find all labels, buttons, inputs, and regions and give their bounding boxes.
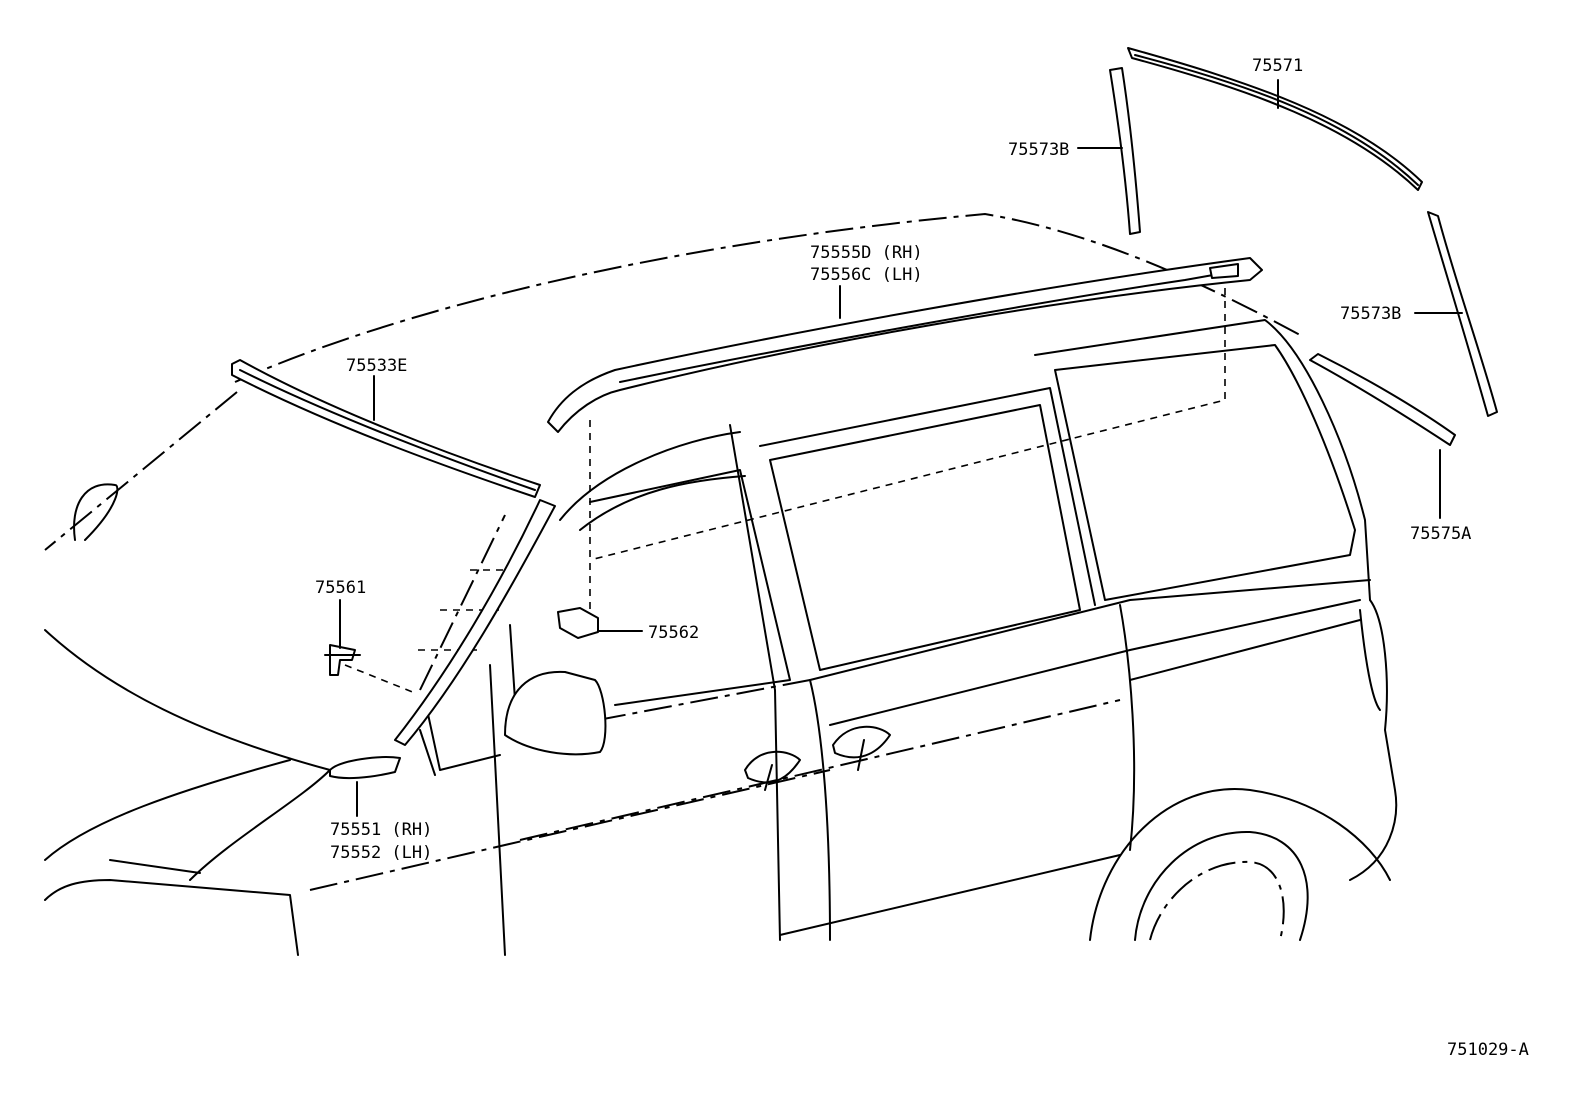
part-75533e-windshield-molding <box>231 359 541 498</box>
label-75552: 75552 (LH) <box>330 843 432 863</box>
part-75571 <box>1127 47 1423 191</box>
diagram-code: 751029-A <box>1447 1040 1529 1060</box>
part-75562-clip <box>557 607 599 639</box>
leader-lines <box>339 79 1463 817</box>
label-75571: 75571 <box>1252 56 1303 76</box>
part-75575a <box>1309 353 1456 446</box>
part-75561-clip <box>324 644 361 676</box>
part-75573b-right <box>1427 211 1498 417</box>
part-75573b-upper <box>1109 67 1141 235</box>
label-75551: 75551 (RH) <box>330 820 432 840</box>
part-75551-pillar-molding <box>394 499 556 746</box>
label-75575a: 75575A <box>1410 524 1471 544</box>
label-75555d: 75555D (RH) <box>810 243 923 263</box>
part-75555d-roof-molding <box>547 257 1263 433</box>
label-75573b-right: 75573B <box>1340 304 1401 324</box>
label-75573b-upper: 75573B <box>1008 140 1069 160</box>
vehicle-body <box>44 212 1398 956</box>
label-75562: 75562 <box>648 623 699 643</box>
label-75556c: 75556C (LH) <box>810 265 923 285</box>
label-75533e: 75533E <box>346 356 407 376</box>
label-75561: 75561 <box>315 578 366 598</box>
